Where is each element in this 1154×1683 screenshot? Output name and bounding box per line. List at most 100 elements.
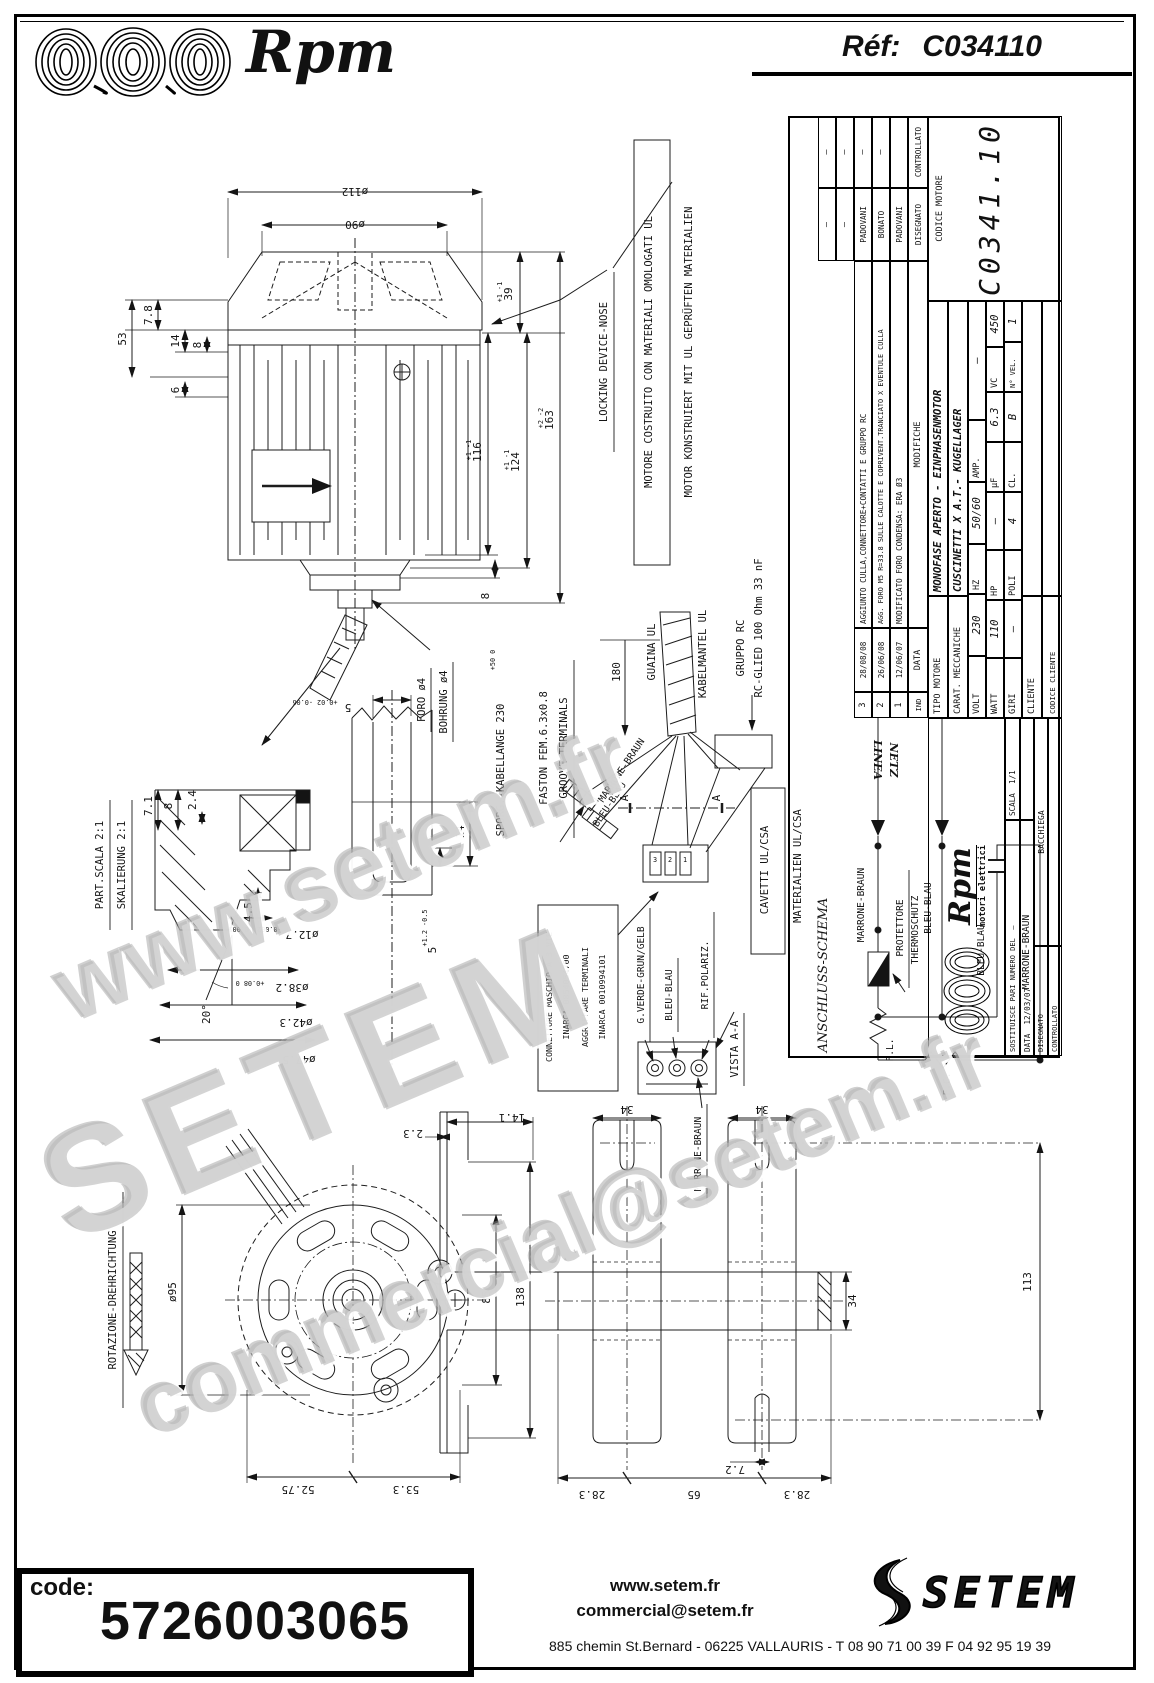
tb-uf-value: 6.3 — [986, 392, 1004, 442]
tb-cliente-label: CLIENTE — [1022, 596, 1042, 718]
dim-d12-7: ø12.7 — [285, 928, 318, 941]
rev-empty-checked-1: — — [818, 116, 836, 188]
rev-h-mod: MODIFICHE — [908, 261, 928, 628]
label-guaina: GUAINA UL — [646, 624, 658, 681]
dim-2-3: 2.3 — [403, 1127, 423, 1140]
label-gruppo-rc: GRUPPO RC — [735, 620, 747, 677]
tb-codice-motore-cell: CODICE MOTORE C0341.10 — [928, 116, 1062, 301]
label-netz: NETZ — [887, 742, 900, 779]
tb-codice-cliente-label: CODICE CLIENTE — [1042, 596, 1062, 718]
rev1-ind: 1 — [890, 692, 908, 718]
pin-3: 3 — [653, 856, 657, 864]
dim-163: 163 — [543, 410, 556, 430]
tb-watt-value: 110 — [986, 600, 1004, 658]
brand-rpm: Rpm — [246, 18, 397, 86]
bracket-view-geometry — [545, 1106, 1044, 1485]
label-anschluss-schema: ANSCHLUSS-SCHEMA — [816, 898, 831, 1054]
shaft-detail-geometry — [149, 690, 478, 1075]
rev1-date: 12/06/07 — [890, 628, 908, 692]
dim-34-right: 34 — [755, 1103, 769, 1116]
rev-empty-checked-2: — — [836, 116, 854, 188]
dim-39-tol: +1 -1 — [496, 282, 504, 302]
setem-logo-text: SETEM — [923, 1568, 1079, 1617]
label-rif-polariz: RIF.POLARIZ. — [700, 941, 711, 1010]
tb-sostituisce: SOSTITUISCE PARI NUMERO DEL — — [1005, 820, 1020, 1056]
dim-d12-7-tol: -0.002 -0.005 — [228, 925, 281, 933]
label-bohrung: BOHRUNG ø4 — [438, 670, 450, 733]
footer-site: www.setem.fr — [610, 1576, 720, 1595]
dim-113: 113 — [1021, 1272, 1034, 1292]
dim-14: 14 — [169, 334, 182, 348]
tb-disegnato-label: DISEGNATO — [1034, 946, 1048, 1056]
tb-cliente-value — [1022, 301, 1042, 596]
tb-sostituisce-value: — — [1008, 925, 1017, 930]
dim-85: 85 — [480, 1290, 493, 1303]
setem-logo: SETEM — [873, 1557, 1079, 1627]
tb-scala-value: 1/1 — [1008, 770, 1017, 784]
pin-2: 2 — [668, 856, 672, 864]
rev-empty-drawn-2: — — [836, 188, 854, 261]
label-verde: G.VERDE-GRUN/GELB — [636, 926, 647, 1024]
dim-det14: 14 — [454, 825, 467, 839]
tb-hp-label: HP — [986, 550, 1004, 600]
label-fc: F.C. — [942, 1073, 953, 1096]
title-block: — — — — 3 28/08/08 AGGIUNTO CULLA,CONNET… — [788, 116, 1062, 1058]
tb-vc-label: VC — [986, 347, 1004, 392]
tb-poli-value: 4 — [1004, 492, 1022, 550]
tb-codice-motore-label: CODICE MOTORE — [935, 175, 945, 242]
label-sporg: SPORG.-KABELLANGE 230 — [495, 704, 507, 837]
label-kabelmantel: KABELMANTEL UL — [697, 610, 709, 699]
dim-20deg: 20° — [200, 1004, 213, 1024]
schema-bleu-cap: BLEU-BLAU — [976, 924, 987, 976]
tb-cell-empty-1 — [1020, 718, 1034, 820]
code-value: 5726003065 — [99, 1591, 411, 1651]
schema-bleu-right: BLEU-BLAU — [923, 882, 934, 934]
tb-volt-value: 230 — [968, 594, 986, 656]
rpm-coils-logo — [35, 27, 231, 97]
tb-data-label: DATA — [1022, 1033, 1032, 1052]
tb-nvel-value: 1 — [1004, 301, 1022, 342]
pin-1: 1 — [683, 856, 687, 864]
rev3-checked: — — [854, 116, 872, 188]
dim-124-tol: +1 -1 — [503, 450, 511, 470]
tb-amp-label: AMP. — [968, 420, 986, 482]
rev-h-checked: CONTROLLATO — [908, 116, 928, 188]
dim-d95: ø95 — [166, 1282, 179, 1302]
wiring-schema-geometry — [750, 718, 1044, 1069]
label-faston: FASTON FEM.6.3x0.8 — [538, 691, 550, 805]
tb-hz-label: HZ — [968, 544, 986, 594]
dim-d38-2: ø38.2 — [275, 981, 308, 994]
ul-note-box — [633, 139, 671, 566]
tb-data-value: 12/03/07 — [1022, 987, 1032, 1025]
tb-tipo-label: TIPO MOTORE — [928, 596, 948, 718]
dim-d90: ø90 — [345, 218, 365, 231]
reference-number: Réf:C034110 — [752, 30, 1132, 76]
label-thermoschutz: THERMOSCHUTZ — [910, 895, 921, 964]
tb-coils-icon — [943, 947, 990, 1035]
dim-4-5: 4.5 — [242, 902, 255, 922]
tb-uf-label: µF — [986, 442, 1004, 492]
label-sporg-tol: +50 0 — [489, 650, 497, 670]
code-box — [16, 1568, 474, 1677]
tb-poli-label: POLI — [1004, 550, 1022, 600]
rev2-date: 26/06/08 — [872, 628, 890, 692]
schema-marrone-left: MARRONE-BRAUN — [856, 868, 867, 943]
code-label: code: — [30, 1574, 95, 1601]
dim-5b: 5 — [426, 947, 439, 954]
rev3-date: 28/08/08 — [854, 628, 872, 692]
front-view-geometry — [123, 1111, 558, 1484]
dim-52-75: 52.75 — [281, 1483, 314, 1496]
dim-28-3-left: 28.3 — [579, 1488, 606, 1501]
dim-5a: 5 — [345, 701, 352, 714]
tb-logo-cell: Rpm motori elettrici — [928, 718, 1005, 1056]
dim-138: 138 — [514, 1287, 527, 1307]
rev3-text: AGGIUNTO CULLA,CONNETTORE+CONTATTI E GRU… — [854, 261, 872, 628]
dim-124: 124 — [509, 452, 522, 472]
dim-65: 65 — [687, 1488, 700, 1501]
dim-116: 116 — [471, 442, 484, 462]
label-locking-device: LOCKING DEVICE-NOSE — [598, 302, 610, 422]
rev2-ind: 2 — [872, 692, 890, 718]
label-protettore: PROTETTORE — [895, 899, 906, 956]
rotation-arrow — [123, 1252, 149, 1377]
